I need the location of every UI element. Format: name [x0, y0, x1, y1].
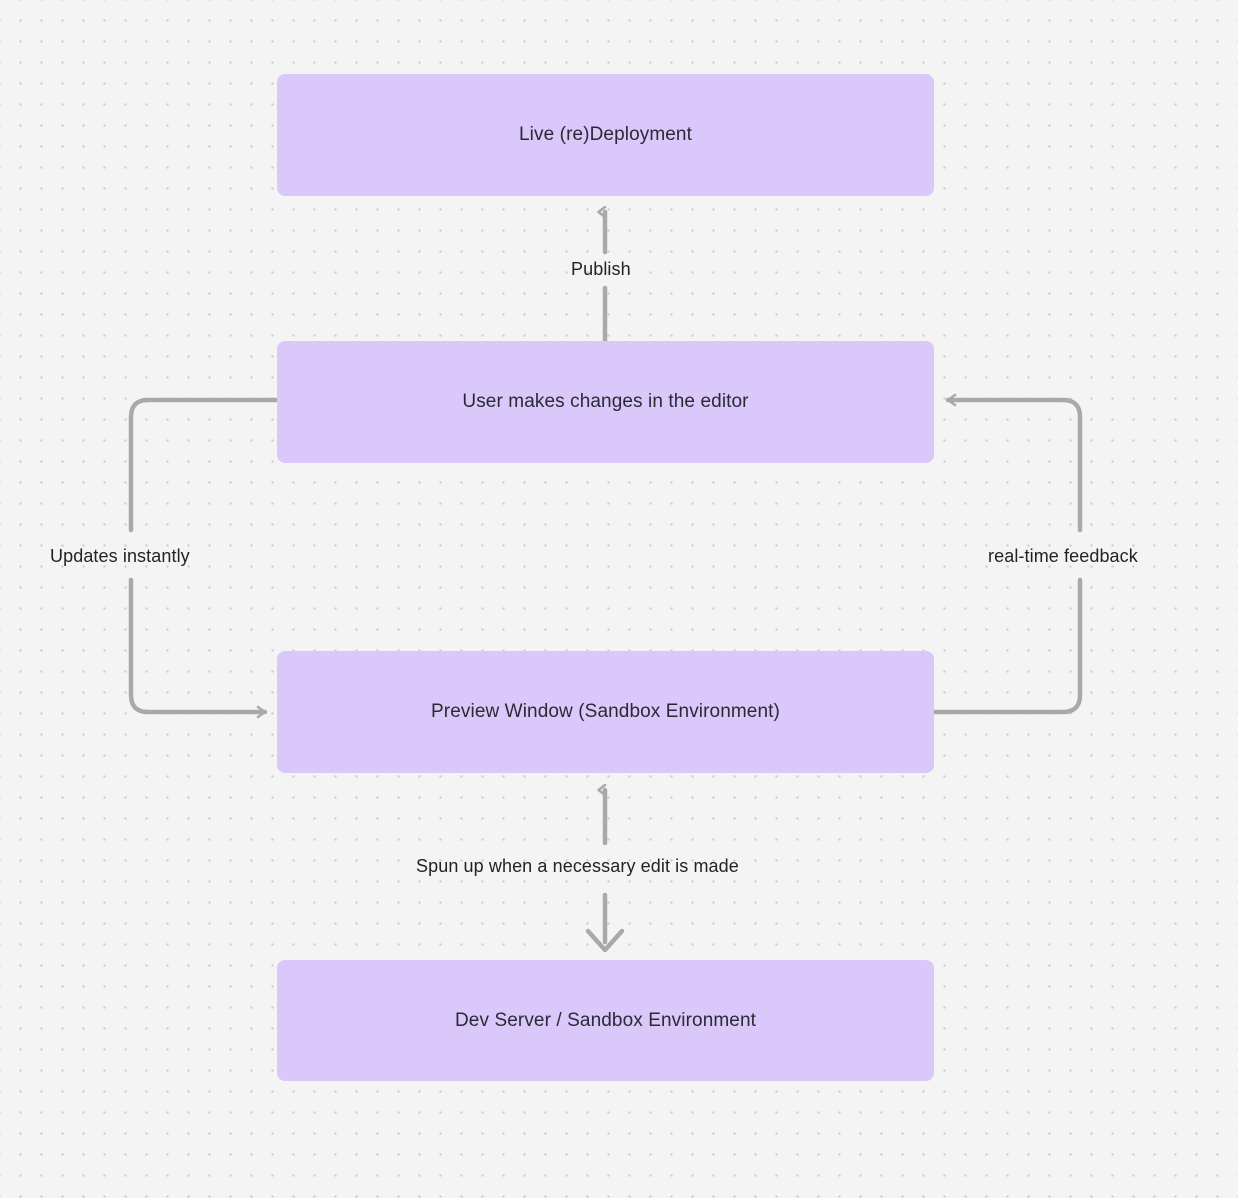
edge-label-spun-up: Spun up when a necessary edit is made: [416, 856, 739, 876]
node-user-makes-changes-label: User makes changes in the editor: [462, 391, 749, 412]
edge-label-updates-instantly: Updates instantly: [50, 546, 190, 566]
node-preview-window-label: Preview Window (Sandbox Environment): [431, 701, 780, 722]
node-user-makes-changes[interactable]: User makes changes in the editor: [277, 341, 934, 463]
edge-label-publish: Publish: [571, 259, 631, 279]
node-preview-window[interactable]: Preview Window (Sandbox Environment): [277, 651, 934, 773]
node-live-redeployment[interactable]: Live (re)Deployment: [277, 74, 934, 196]
node-dev-server-label: Dev Server / Sandbox Environment: [454, 1009, 756, 1031]
node-dev-server[interactable]: Dev Server / Sandbox Environment: [277, 960, 934, 1081]
node-live-redeployment-label: Live (re)Deployment: [519, 124, 692, 145]
edge-label-realtime-feedback: real-time feedback: [988, 546, 1138, 566]
